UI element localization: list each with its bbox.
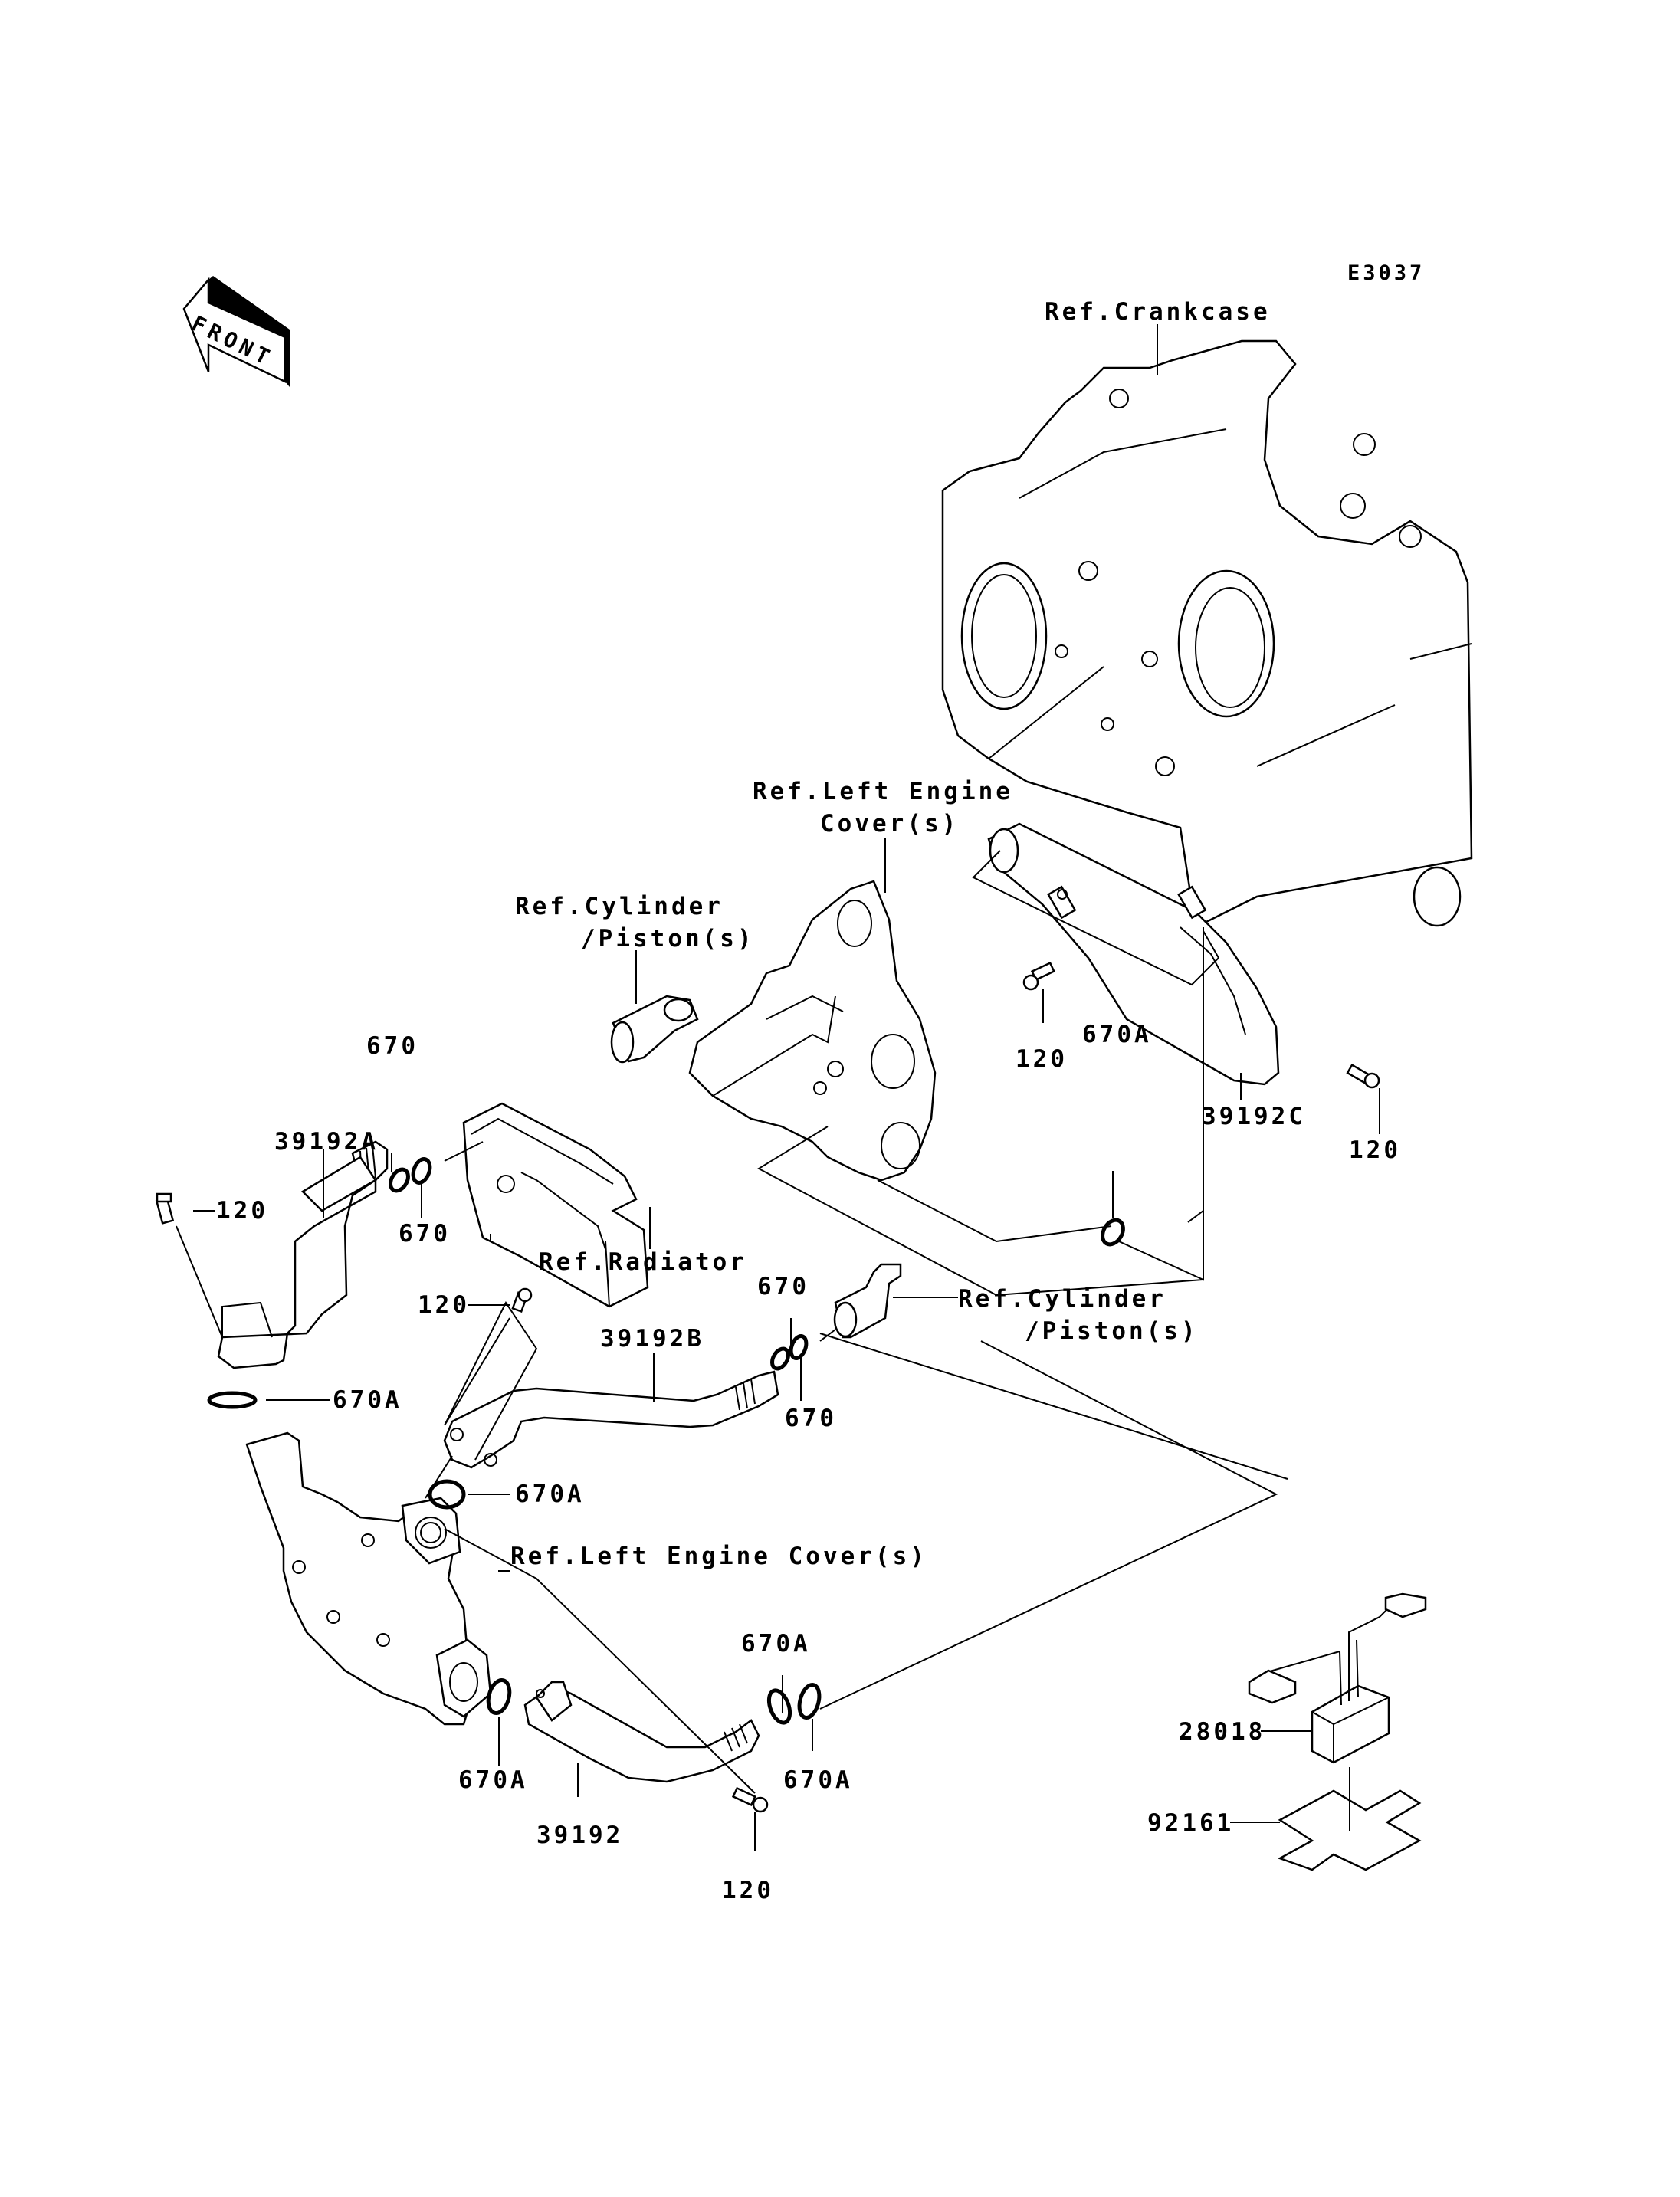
part-label-670: 670 <box>399 1220 451 1248</box>
part-label-39192C: 39192C <box>1202 1103 1306 1130</box>
crankcase-part <box>941 339 1473 929</box>
cylinder-fitting-top-part <box>610 995 699 1064</box>
part-label-39192: 39192 <box>536 1822 624 1849</box>
oring-670-icon <box>789 1334 809 1360</box>
part-label-120: 120 <box>1349 1136 1401 1164</box>
part-label-670A: 670A <box>458 1766 528 1794</box>
oring-670-icon <box>411 1157 432 1185</box>
part-label-670: 670 <box>366 1032 418 1060</box>
pipe-39192A-part <box>217 1140 389 1369</box>
part-label-670A: 670A <box>1082 1021 1152 1048</box>
left-engine-cover-bottom-part <box>245 1431 492 1726</box>
ref-left-engine-cover-top-label-1: Ref.Left Engine <box>753 778 1013 805</box>
ref-crankcase-label: Ref.Crankcase <box>1045 298 1271 326</box>
ref-radiator-label: Ref.Radiator <box>539 1248 747 1276</box>
ref-cylinder-piston-top-label-1: Ref.Cylinder <box>515 893 724 920</box>
part-label-670A: 670A <box>333 1386 402 1414</box>
part-label-39192A: 39192A <box>274 1128 379 1156</box>
oring-670A-icon <box>766 1688 792 1725</box>
ref-cylinder-piston-mid-label-1: Ref.Cylinder <box>958 1285 1166 1313</box>
oring-670A-icon <box>428 1479 466 1510</box>
part-label-120: 120 <box>722 1877 774 1904</box>
part-label-28018: 28018 <box>1179 1718 1266 1746</box>
oring-670A-icon <box>486 1677 512 1716</box>
part-label-670: 670 <box>785 1405 837 1432</box>
pad-92161-part <box>1277 1767 1422 1871</box>
leader-lines <box>176 324 1380 1851</box>
pipe-39192C-part <box>987 822 1280 1086</box>
bolt-120-icon <box>1346 1063 1380 1089</box>
bolt-120-icon <box>511 1287 533 1313</box>
part-label-120: 120 <box>418 1291 470 1319</box>
part-label-670A: 670A <box>515 1481 585 1508</box>
radiator-part <box>462 1102 649 1308</box>
part-label-670A: 670A <box>783 1766 853 1794</box>
ref-cylinder-piston-mid-label-2: /Piston(s) <box>1025 1317 1199 1345</box>
oring-670-icon <box>770 1346 790 1371</box>
oring-670A-icon <box>207 1391 258 1409</box>
pipe-39192B-part <box>443 1370 779 1469</box>
cylinder-fitting-mid-part <box>833 1263 902 1339</box>
bolt-120-icon <box>1022 961 1055 991</box>
oring-670-icon <box>389 1167 410 1193</box>
diagram-code: E3037 <box>1347 261 1426 285</box>
part-label-670A: 670A <box>741 1630 811 1658</box>
ref-cylinder-piston-top-label-2: /Piston(s) <box>581 925 755 953</box>
ref-left-engine-cover-bottom-label: Ref.Left Engine Cover(s) <box>510 1543 927 1570</box>
bolt-120-icon <box>731 1786 769 1813</box>
left-engine-cover-top-part <box>688 880 937 1182</box>
bolt-120-icon <box>155 1192 175 1225</box>
oring-670A-icon <box>797 1683 822 1720</box>
ref-left-engine-cover-top-label-2: Cover(s) <box>820 810 960 838</box>
pipe-39192-part <box>523 1681 760 1783</box>
part-label-120: 120 <box>216 1197 268 1225</box>
front-arrow-icon <box>182 276 290 387</box>
module-28018-part <box>1248 1592 1427 1764</box>
part-label-670: 670 <box>757 1273 809 1300</box>
part-label-92161: 92161 <box>1147 1809 1235 1837</box>
part-label-39192B: 39192B <box>600 1325 704 1353</box>
part-label-120: 120 <box>1016 1045 1068 1073</box>
